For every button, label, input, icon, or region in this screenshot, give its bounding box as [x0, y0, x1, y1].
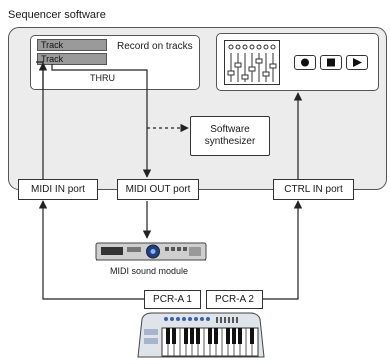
- mixer-icon: [224, 40, 280, 85]
- midi-sound-module-image: [95, 240, 207, 264]
- pcr-a2-port: PCR-A 2: [206, 290, 263, 309]
- track-bar-2[interactable]: Track: [37, 53, 107, 65]
- software-synthesizer-box: Software synthesizer: [190, 116, 270, 156]
- thru-label: THRU: [90, 73, 115, 83]
- pcr-a2-to-ctrl-in-arrow: [263, 200, 303, 300]
- midi-in-port: MIDI IN port: [18, 179, 98, 200]
- record-on-tracks-label: Record on tracks: [117, 41, 193, 52]
- midi-in-to-track-arrow: [36, 61, 44, 179]
- track-bar-1[interactable]: Track: [37, 39, 107, 51]
- midi-out-port: MIDI OUT port: [117, 179, 199, 200]
- pcr-a1-port: PCR-A 1: [144, 290, 201, 309]
- play-icon[interactable]: [346, 55, 368, 70]
- ctrl-in-port: CTRL IN port: [273, 179, 354, 200]
- software-synth-line2: synthesizer: [204, 136, 256, 147]
- keyboard-controller-image: [136, 311, 266, 359]
- thru-line: [51, 64, 152, 178]
- pcr-a1-to-midi-in-arrow: [38, 200, 144, 300]
- software-synth-line1: Software: [210, 124, 250, 135]
- stop-icon[interactable]: [320, 55, 342, 70]
- midi-sound-module-label: MIDI sound module: [110, 266, 189, 276]
- sequencer-software-title: Sequencer software: [8, 9, 106, 21]
- record-icon[interactable]: [294, 55, 316, 70]
